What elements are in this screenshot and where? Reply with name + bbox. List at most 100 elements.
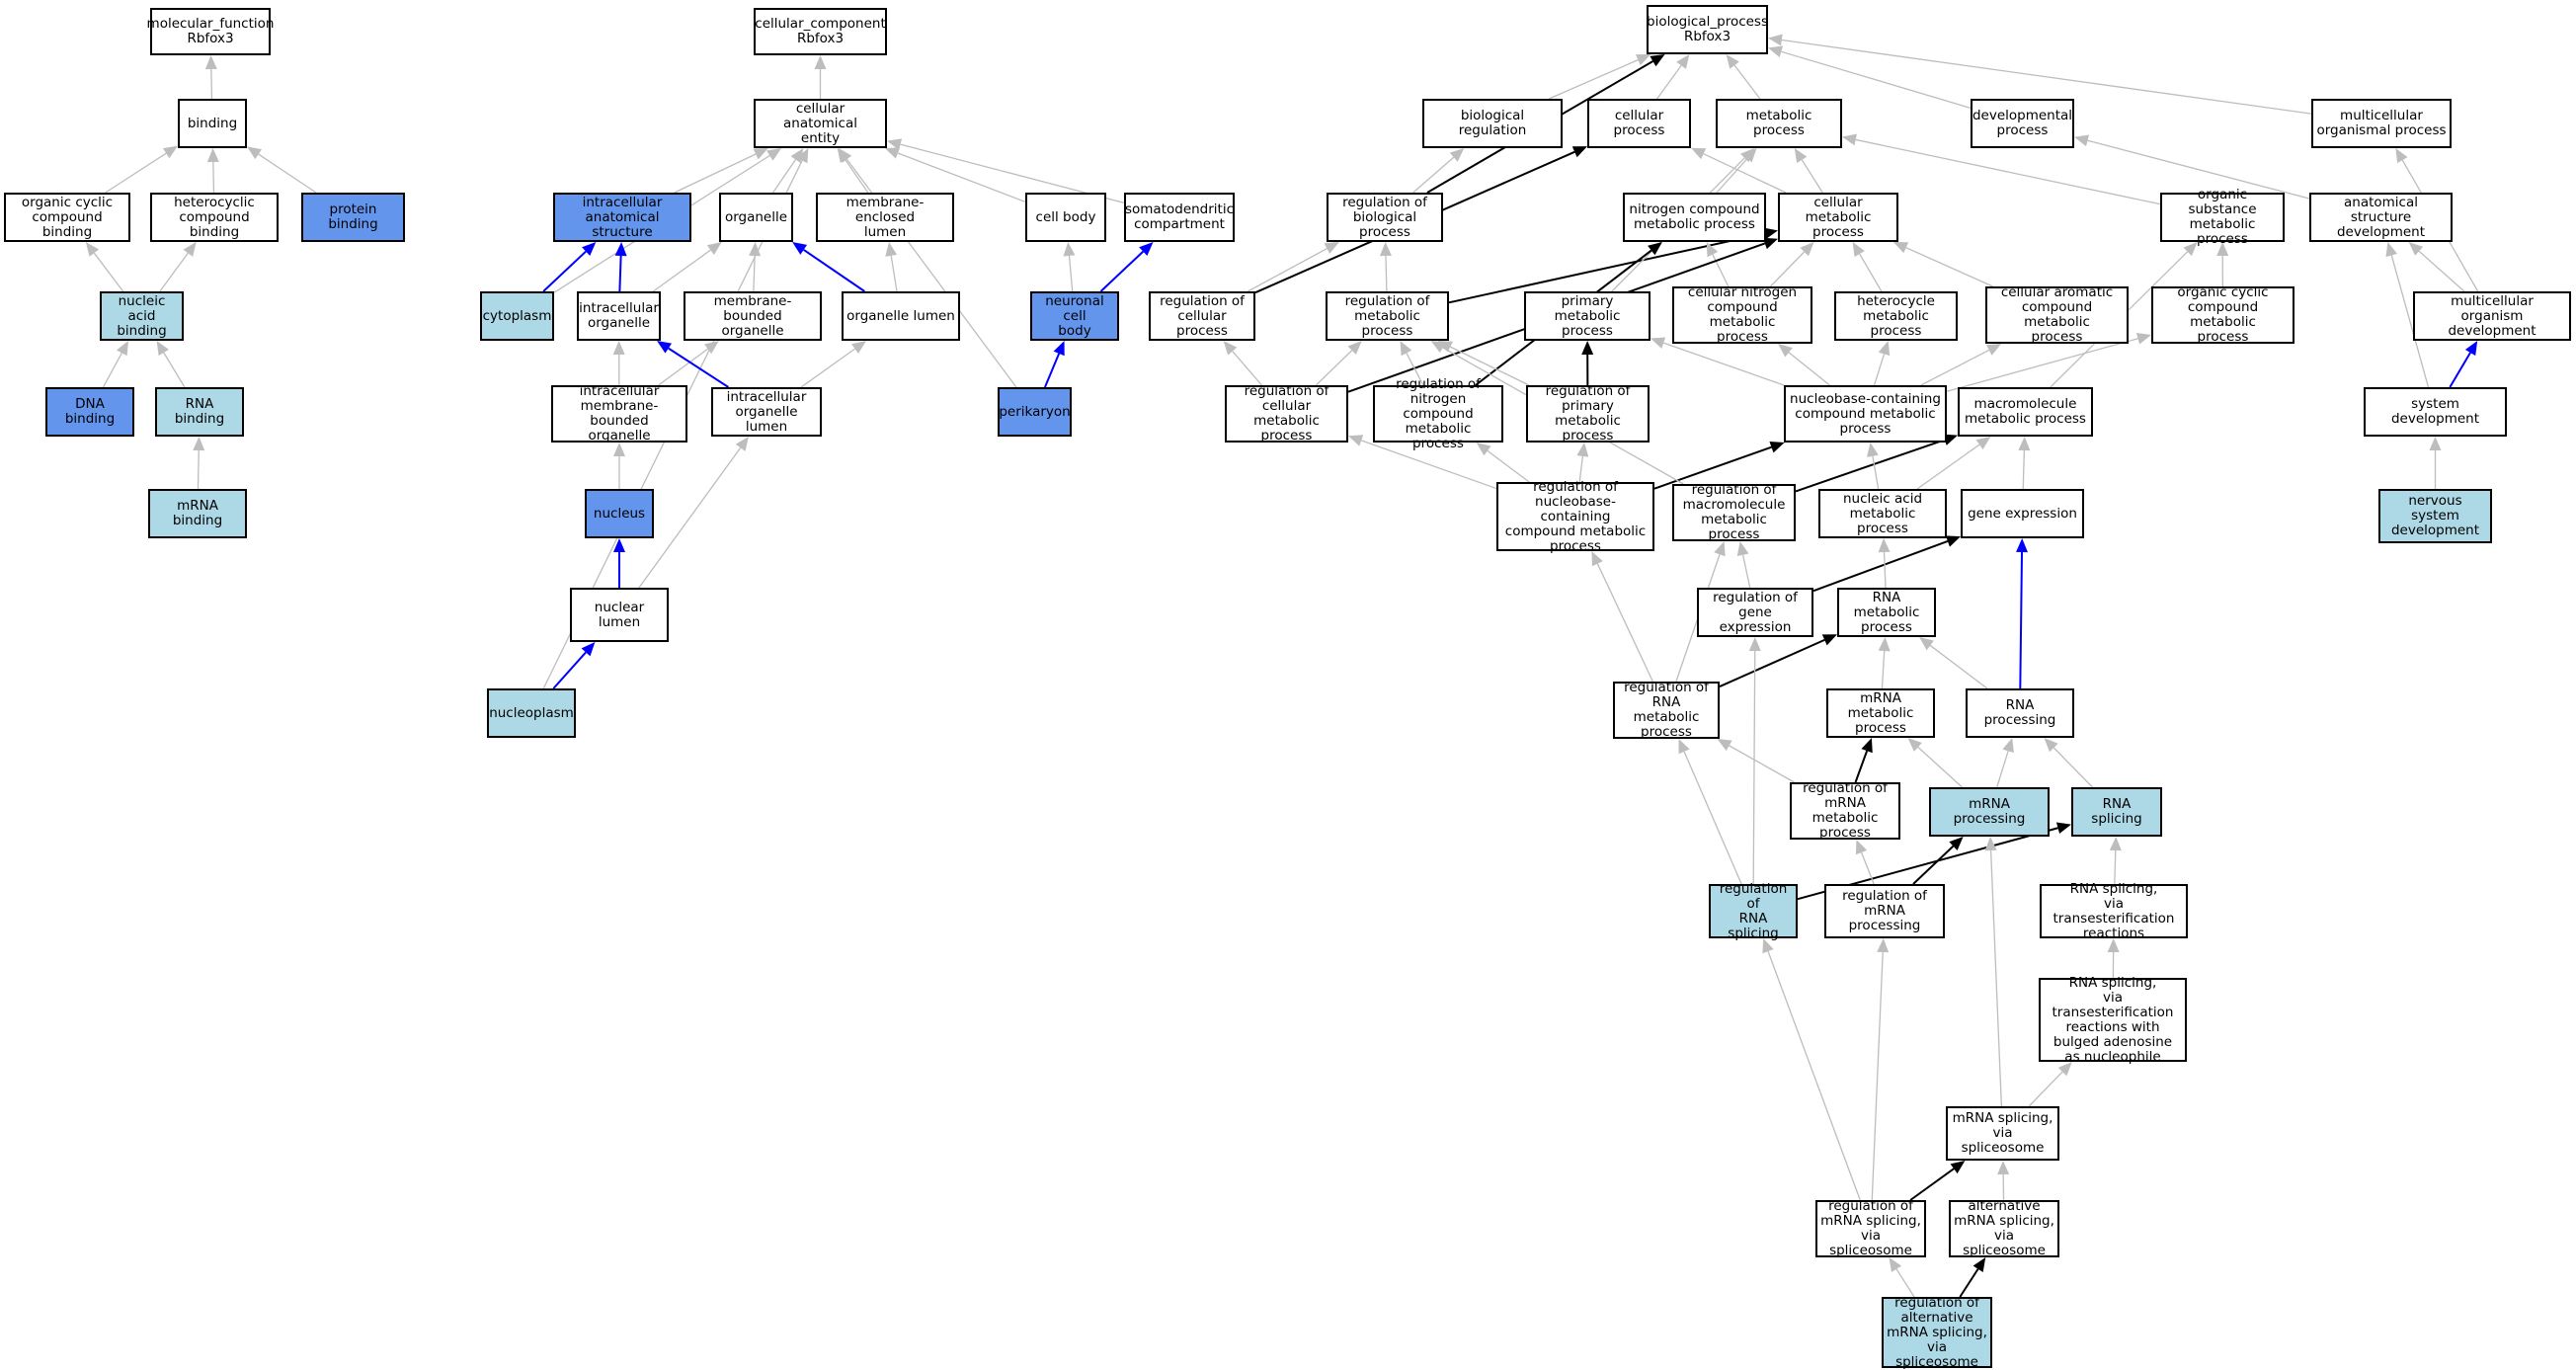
node-biological-regulation[interactable]: biological regulation	[1422, 99, 1563, 148]
node-regulation-of-alternative-mrna-splicing-via-spliceosome[interactable]: regulation of alternative mRNA splicing,…	[1882, 1295, 1992, 1369]
node-mrna-metabolic-process[interactable]: mRNA metabolic process	[1826, 688, 1935, 738]
node-rna-processing[interactable]: RNA processing	[1966, 688, 2074, 738]
node-nucleobase-containing-compound-metabolic-process[interactable]: nucleobase-containing compound metabolic…	[1784, 385, 1947, 443]
node-regulation-of-primary-metabolic-process[interactable]: regulation of primary metabolic process	[1526, 384, 1650, 443]
arrowhead-nucleic_acid_metabolic_process-to-macromolecule_metabolic_process	[1975, 437, 1991, 450]
node-nuclear-lumen[interactable]: nuclear lumen	[570, 588, 669, 642]
edge-nucleic_acid_binding-to-heterocyclic_compound_binding	[159, 252, 189, 292]
node-regulation-of-mrna-metabolic-process[interactable]: regulation of mRNA metabolic process	[1790, 781, 1900, 841]
arrowhead-cell_body-to-cellular_anatomical_entity	[884, 147, 901, 159]
node-rna-binding[interactable]: RNA binding	[155, 387, 244, 437]
node-somatodendritic-compartment[interactable]: somatodendritic compartment	[1124, 193, 1235, 242]
node-rna-splicing-via-transesterification-reactions[interactable]: RNA splicing, via transesterification re…	[2040, 881, 2188, 940]
node-membrane-enclosed-lumen[interactable]: membrane-enclosed lumen	[816, 193, 954, 242]
node-regulation-of-cellular-metabolic-process[interactable]: regulation of cellular metabolic process	[1225, 384, 1348, 443]
node-mrna-splicing-via-spliceosome[interactable]: mRNA splicing, via spliceosome	[1946, 1106, 2059, 1161]
node-intracellular-organelle[interactable]: intracellular organelle	[577, 291, 661, 341]
arrowhead-membrane_bounded_organelle-to-organelle	[749, 242, 762, 257]
edge-cellular_process-to-bp_root	[1656, 64, 1682, 100]
edge-intracellular_anatomical_structure-to-cellular_anatomical_entity	[674, 153, 757, 194]
node-anatomical-structure-development[interactable]: anatomical structure development	[2309, 193, 2453, 242]
node-cellular-aromatic-compound-metabolic-process[interactable]: cellular aromatic compound metabolic pro…	[1985, 285, 2129, 345]
arrowhead-perikaryon-to-neuronal_cell_body	[1053, 341, 1065, 357]
node-neuronal-cell-body[interactable]: neuronal cell body	[1030, 291, 1119, 341]
node-multicellular-organismal-process[interactable]: multicellular organismal process	[2311, 99, 2452, 148]
node-organic-cyclic-compound-metabolic-process[interactable]: organic cyclic compound metabolic proces…	[2151, 285, 2294, 345]
node-rna-splicing[interactable]: RNA splicing	[2071, 787, 2162, 837]
arrowhead-protein_binding-to-binding	[247, 146, 262, 160]
node-regulation-of-rna-splicing[interactable]: regulation of RNA splicing	[1709, 881, 1798, 940]
node-heterocycle-metabolic-process[interactable]: heterocycle metabolic process	[1834, 291, 1958, 341]
node-cell-body[interactable]: cell body	[1025, 193, 1106, 242]
node-nucleic-acid-binding[interactable]: nucleic acid binding	[100, 291, 184, 341]
arrowhead-mrna_processing-to-rna_processing	[2002, 738, 2014, 754]
node-organelle[interactable]: organelle	[719, 193, 793, 242]
node-cellular-component-root[interactable]: cellular_component Rbfox3	[754, 8, 887, 55]
node-organic-cyclic-compound-binding[interactable]: organic cyclic compound binding	[4, 193, 130, 242]
arrowhead-regulation_of_rna_splicing-to-regulation_of_rna_metabolic_process	[1678, 739, 1690, 755]
arrowhead-neuronal_cell_body-to-somatodendritic_compartment	[1139, 242, 1154, 256]
node-regulation-of-mrna-splicing-via-spliceosome[interactable]: regulation of mRNA splicing, via spliceo…	[1815, 1199, 1926, 1258]
node-dna-binding[interactable]: DNA binding	[45, 387, 134, 437]
edge-regulation_of_nucleobase_containing_compound_metabolic_process-to-nucleobase_containing_compound_metabolic_process	[1653, 445, 1772, 490]
node-perikaryon[interactable]: perikaryon	[998, 387, 1072, 437]
node-cellular-process[interactable]: cellular process	[1587, 99, 1691, 148]
node-nucleic-acid-metabolic-process[interactable]: nucleic acid metabolic process	[1818, 489, 1947, 538]
node-nitrogen-compound-metabolic-process[interactable]: nitrogen compound metabolic process	[1623, 193, 1766, 242]
node-developmental-process[interactable]: developmental process	[1971, 99, 2074, 148]
edge-protein_binding-to-binding	[258, 153, 317, 194]
node-membrane-bounded-organelle[interactable]: membrane-bounded organelle	[684, 291, 822, 341]
node-rna-splicing-bulged-adenosine[interactable]: RNA splicing, via transesterification re…	[2039, 975, 2187, 1064]
edge-rna_splicing-to-rna_processing	[2053, 747, 2093, 788]
node-system-development[interactable]: system development	[2364, 387, 2507, 437]
node-macromolecule-metabolic-process[interactable]: macromolecule metabolic process	[1958, 387, 2093, 437]
arrowhead-nuclear_lumen-to-intracellular_organelle_lumen	[735, 437, 749, 451]
node-heterocyclic-compound-binding[interactable]: heterocyclic compound binding	[150, 193, 279, 242]
node-rna-metabolic-process[interactable]: RNA metabolic process	[1837, 588, 1936, 637]
arrowhead-regulation_of_metabolic_process-to-cellular_metabolic_process	[1763, 227, 1778, 240]
node-intracellular-anatomical-structure[interactable]: intracellular anatomical structure	[553, 193, 691, 242]
node-gene-expression[interactable]: gene expression	[1961, 489, 2084, 538]
node-mrna-processing[interactable]: mRNA processing	[1929, 787, 2050, 837]
arrowhead-regulation_of_nitrogen_compound_metabolic_process-to-nitrogen_compound_metabolic_process	[1648, 242, 1662, 256]
node-cellular-anatomical-entity[interactable]: cellular anatomical entity	[754, 99, 887, 148]
edge-organic_substance_metabolic_process-to-metabolic_process	[1855, 138, 2161, 205]
node-organelle-lumen[interactable]: organelle lumen	[842, 291, 960, 341]
node-protein-binding[interactable]: protein binding	[301, 193, 405, 242]
node-alternative-mrna-splicing-via-spliceosome[interactable]: alternative mRNA splicing, via spliceoso…	[1949, 1199, 2059, 1258]
edge-nucleobase_containing_compound_metabolic_process-to-heterocycle_metabolic_process	[1873, 354, 1886, 386]
edge-system_development-to-multicellular_organism_development	[2449, 352, 2471, 388]
edge-nucleic_acid_metabolic_process-to-nucleobase_containing_compound_metabolic_process	[1872, 455, 1880, 490]
node-regulation-of-mrna-processing[interactable]: regulation of mRNA processing	[1824, 884, 1945, 938]
node-metabolic-process[interactable]: metabolic process	[1716, 99, 1842, 148]
node-regulation-of-cellular-process[interactable]: regulation of cellular process	[1149, 291, 1255, 341]
node-cellular-nitrogen-compound-metabolic-process[interactable]: cellular nitrogen compound metabolic pro…	[1672, 285, 1812, 345]
node-regulation-of-nucleobase-containing-compound-metabolic-process[interactable]: regulation of nucleobase-containing comp…	[1496, 479, 1654, 553]
node-regulation-of-metabolic-process[interactable]: regulation of metabolic process	[1326, 291, 1449, 341]
node-molecular-function-root[interactable]: molecular_function Rbfox3	[147, 8, 274, 55]
node-regulation-of-nitrogen-compound-metabolic-process[interactable]: regulation of nitrogen compound metaboli…	[1373, 376, 1503, 450]
node-intracellular-membrane-bounded-organelle[interactable]: intracellular membrane-bounded organelle	[551, 384, 687, 443]
node-nervous-system-development[interactable]: nervous system development	[2378, 489, 2492, 543]
node-nucleus[interactable]: nucleus	[585, 489, 654, 538]
node-organic-substance-metabolic-process[interactable]: organic substance metabolic process	[2160, 188, 2285, 247]
node-cytoplasm[interactable]: cytoplasm	[480, 291, 554, 341]
node-intracellular-organelle-lumen[interactable]: intracellular organelle lumen	[711, 387, 822, 437]
node-regulation-of-biological-process[interactable]: regulation of biological process	[1327, 193, 1443, 242]
arrowhead-regulation_of_macromolecule_metabolic_process-to-regulation_of_metabolic_process	[1430, 341, 1446, 354]
node-regulation-of-macromolecule-metabolic-process[interactable]: regulation of macromolecule metabolic pr…	[1672, 483, 1796, 542]
arrowhead-rna_splicing-to-rna_processing	[2044, 738, 2058, 753]
node-regulation-of-gene-expression[interactable]: regulation of gene expression	[1697, 588, 1813, 637]
edge-nucleobase_containing_compound_metabolic_process-to-cellular_aromatic_compound_metabolic_process	[1920, 349, 1990, 386]
node-primary-metabolic-process[interactable]: primary metabolic process	[1524, 291, 1650, 341]
node-regulation-of-rna-metabolic-process[interactable]: regulation of RNA metabolic process	[1613, 681, 1720, 740]
node-cellular-metabolic-process[interactable]: cellular metabolic process	[1778, 193, 1898, 242]
node-mrna-binding[interactable]: mRNA binding	[148, 489, 247, 538]
edge-biological_regulation-to-bp_root	[1548, 59, 1639, 100]
node-multicellular-organism-development[interactable]: multicellular organism development	[2413, 291, 2571, 341]
node-binding[interactable]: binding	[178, 99, 247, 148]
node-nucleoplasm[interactable]: nucleoplasm	[487, 688, 576, 738]
arrowhead-mrna_processing-to-mrna_metabolic_process	[1907, 738, 1922, 752]
edge-nucleic_acid_binding-to-organic_cyclic_compound_binding	[93, 252, 124, 292]
node-biological-process-root[interactable]: biological_process Rbfox3	[1647, 5, 1768, 54]
